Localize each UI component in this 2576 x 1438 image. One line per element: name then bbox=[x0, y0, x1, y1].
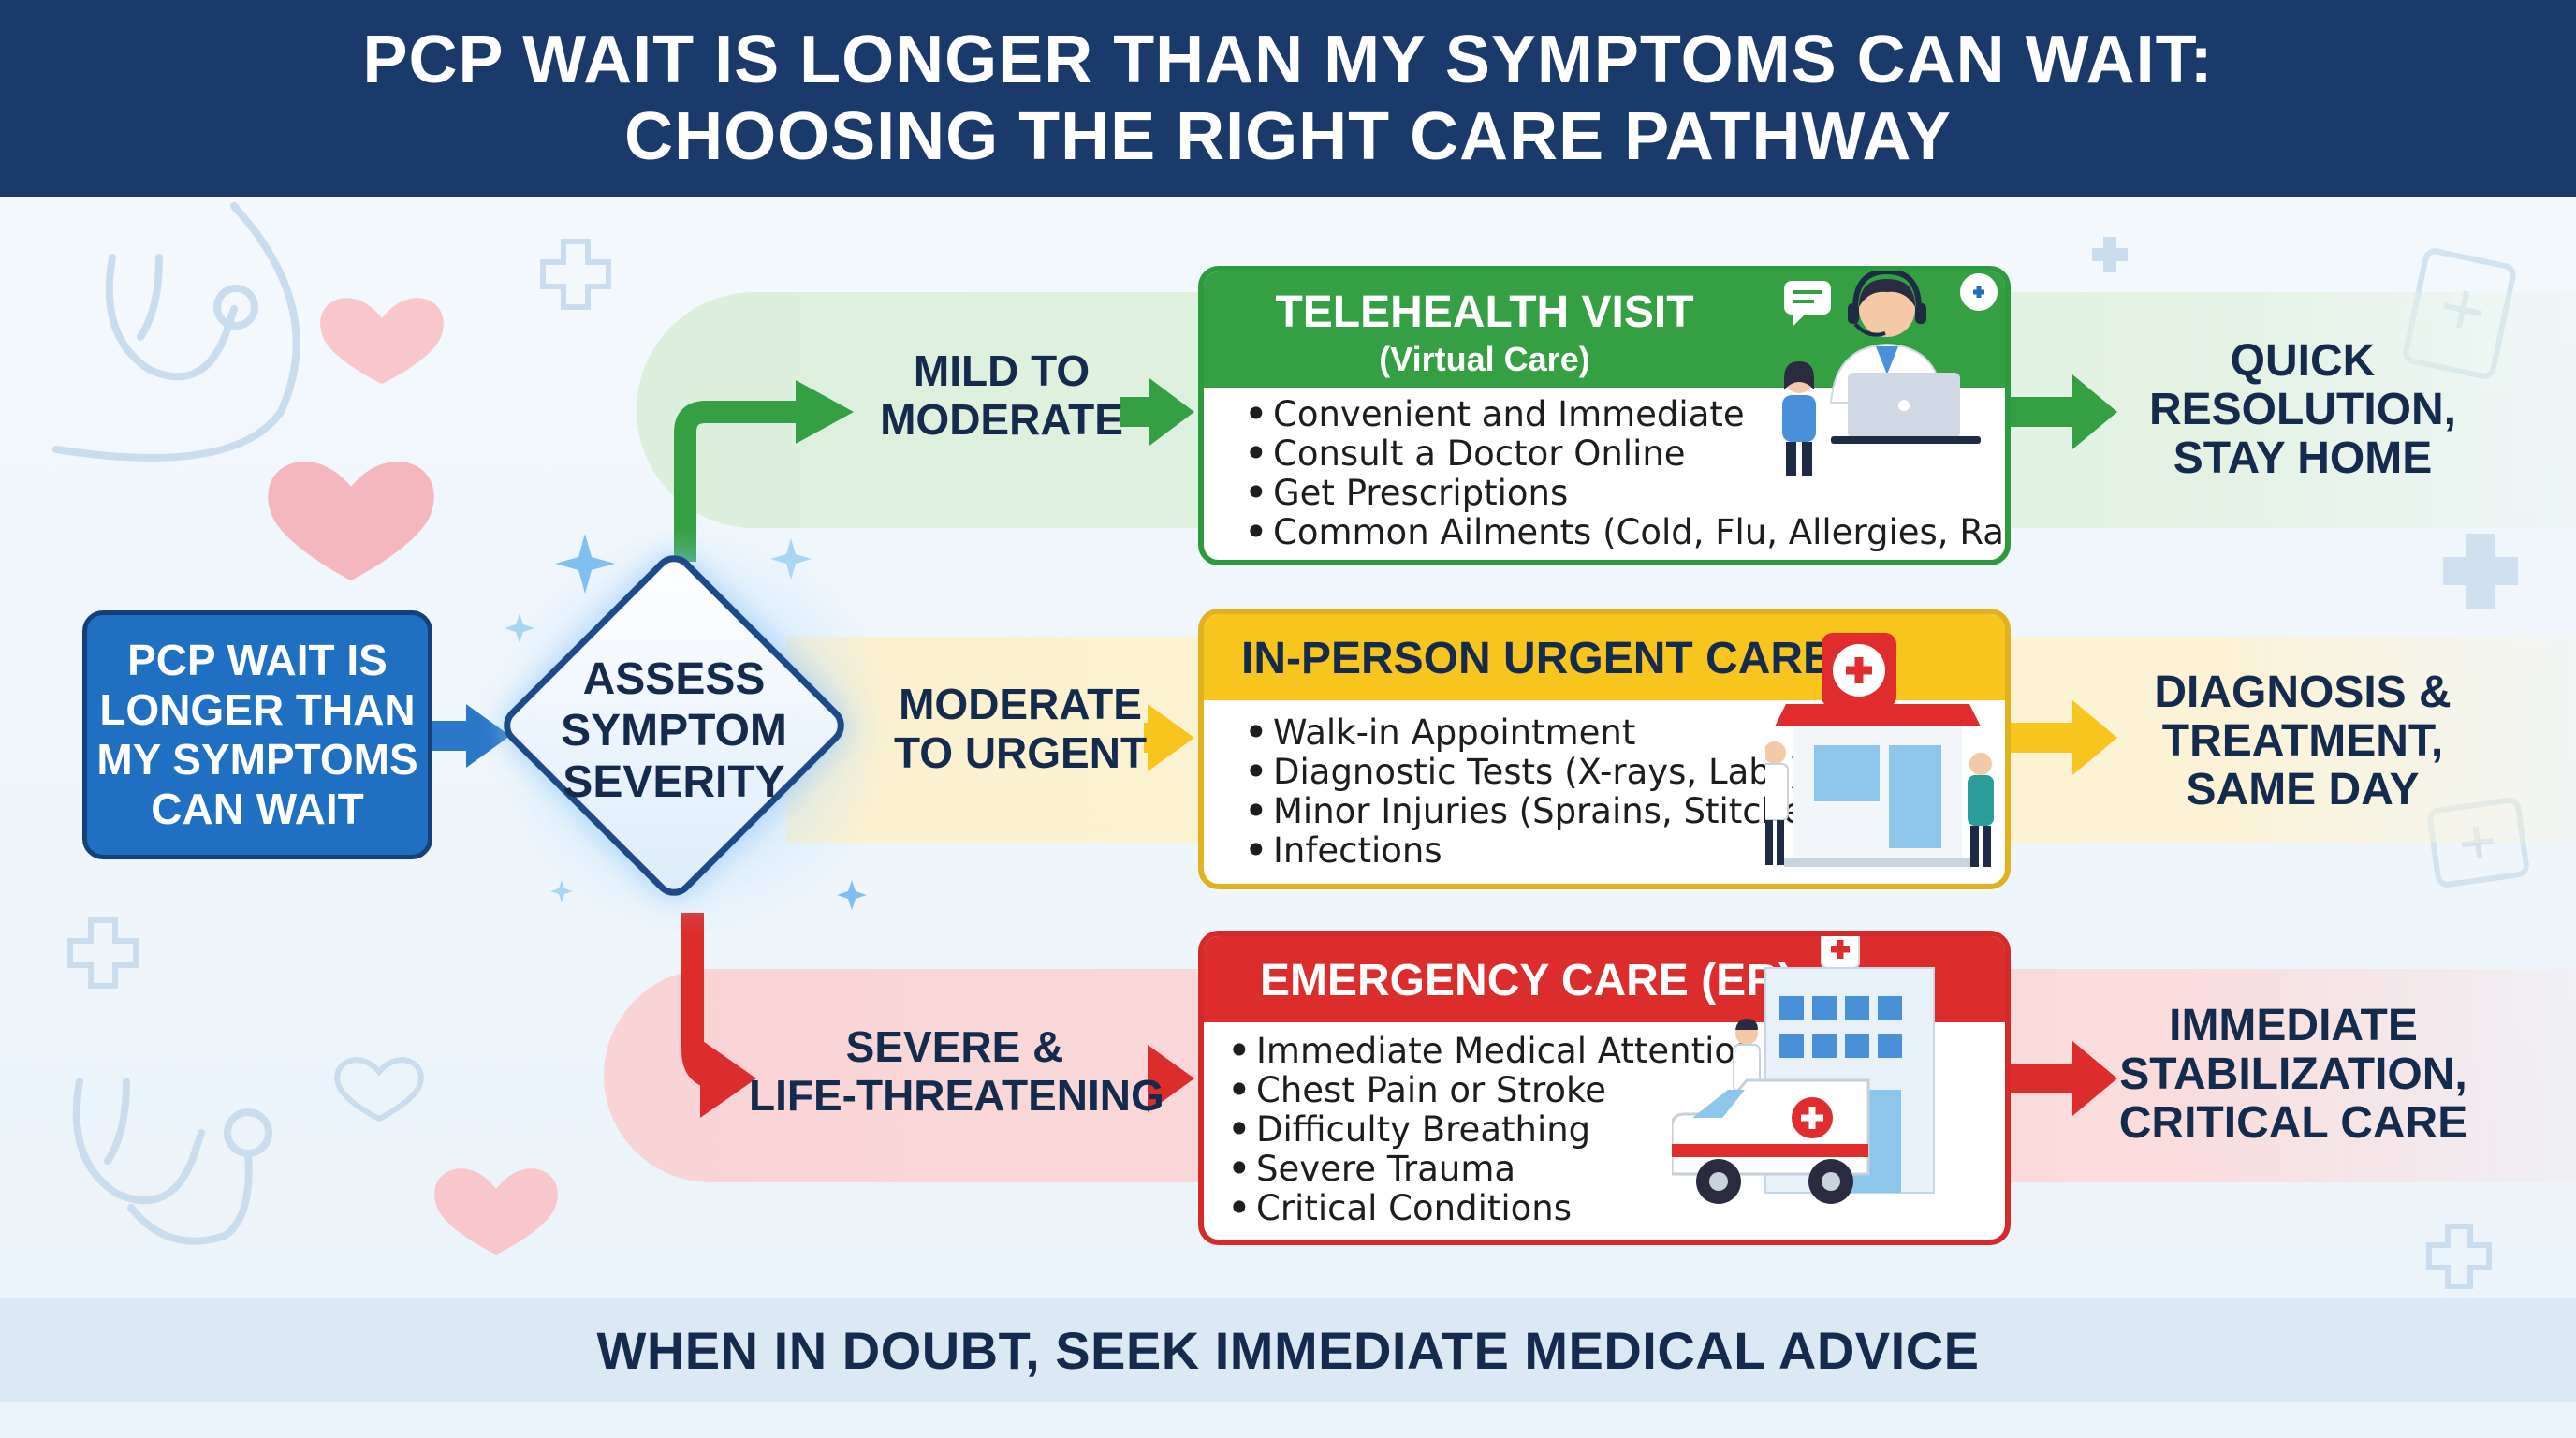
severity-label-severe: SEVERE & LIFE-THREATENING bbox=[749, 1022, 1164, 1120]
severity-label-mild-moderate: MILD TO MODERATE bbox=[861, 346, 1142, 444]
urgent-care-card: IN-PERSON URGENT CARE Walk-in Appointmen… bbox=[1198, 609, 2011, 889]
list-item: Diagnostic Tests (X-rays, Labs) bbox=[1245, 753, 1837, 792]
severity-line: MODERATE bbox=[899, 680, 1142, 728]
heart-icon bbox=[434, 1168, 558, 1255]
emergency-feature-list: Immediate Medical Attention Chest Pain o… bbox=[1228, 1032, 1758, 1228]
list-item: Get Prescriptions bbox=[1245, 474, 2005, 513]
arrow-to-quick-resolution bbox=[2011, 374, 2117, 449]
list-item: Convenient and Immediate bbox=[1245, 395, 2005, 434]
start-condition-label: PCP WAIT IS LONGER THAN MY SYMPTOMS CAN … bbox=[96, 636, 418, 833]
patient-figure-illustration bbox=[1782, 361, 1816, 476]
list-item: Chest Pain or Stroke bbox=[1228, 1071, 1758, 1110]
arrow-to-emergency bbox=[1148, 1045, 1194, 1112]
page-title-line-1: PCP WAIT IS LONGER THAN MY SYMPTOMS CAN … bbox=[362, 22, 2214, 97]
sparkle-icons bbox=[505, 534, 867, 910]
heart-icon bbox=[320, 298, 444, 384]
urgent-care-title: IN-PERSON URGENT CARE bbox=[1241, 634, 1834, 683]
arrow-to-urgent-care bbox=[1144, 704, 1194, 771]
arrow-to-telehealth bbox=[1120, 378, 1194, 446]
doctor-figure-icon bbox=[1765, 741, 1789, 865]
outcome-line: TREATMENT, bbox=[2161, 716, 2444, 766]
severity-label-moderate-urgent: MODERATE TO URGENT bbox=[894, 680, 1147, 777]
emergency-care-card: EMERGENCY CARE (ER) Immediate Medical At… bbox=[1198, 931, 2011, 1245]
list-item: Critical Conditions bbox=[1228, 1189, 1758, 1228]
plus-icon bbox=[67, 917, 139, 989]
arrow-to-critical-care bbox=[2011, 1041, 2117, 1116]
plus-icon bbox=[540, 239, 611, 310]
telehealth-doctor-illustration bbox=[1784, 271, 1998, 444]
severity-line: TO URGENT bbox=[894, 728, 1148, 777]
arrow-to-severe bbox=[681, 913, 756, 1118]
heart-icon bbox=[268, 462, 434, 580]
heart-icon bbox=[334, 1057, 424, 1123]
telehealth-title: TELEHEALTH VISIT bbox=[1275, 287, 1694, 337]
list-item: Minor Injuries (Sprains, Stitches) bbox=[1245, 792, 1837, 831]
plus-icon bbox=[2092, 237, 2128, 272]
page-title-line-2: CHOOSING THE RIGHT CARE PATHWAY bbox=[624, 99, 1952, 174]
hospital-ambulance-illustration bbox=[1672, 936, 1935, 1204]
list-item: Common Ailments (Cold, Flu, Allergies, R… bbox=[1245, 513, 2005, 552]
outcome-same-day-treatment: DIAGNOSIS & TREATMENT, SAME DAY bbox=[2125, 668, 2481, 814]
telehealth-card: TELEHEALTH VISIT (Virtual Care) Convenie… bbox=[1198, 266, 2011, 565]
plus-icon bbox=[2443, 534, 2518, 609]
urgent-care-feature-list: Walk-in Appointment Diagnostic Tests (X-… bbox=[1245, 713, 1837, 871]
severity-line: MILD TO bbox=[913, 346, 1090, 395]
outcome-line: STABILIZATION, bbox=[2119, 1049, 2467, 1099]
outcome-quick-resolution: QUICK RESOLUTION, STAY HOME bbox=[2125, 337, 2481, 483]
footer-advice: WHEN IN DOUBT, SEEK IMMEDIATE MEDICAL AD… bbox=[596, 1320, 1980, 1380]
outcome-line: RESOLUTION, bbox=[2148, 385, 2456, 434]
ambulance-icon bbox=[1672, 1078, 1870, 1204]
severity-line: LIFE-THREATENING bbox=[749, 1071, 1164, 1120]
stethoscope-icon bbox=[52, 202, 300, 462]
list-item: Difficulty Breathing bbox=[1228, 1110, 1758, 1150]
outcome-critical-care: IMMEDIATE STABILIZATION, CRITICAL CARE bbox=[2097, 1002, 2490, 1148]
arrow-to-mild-moderate bbox=[674, 380, 854, 562]
urgent-care-clinic-illustration bbox=[1765, 633, 1994, 867]
list-item: Severe Trauma bbox=[1228, 1150, 1758, 1189]
list-item: Consult a Doctor Online bbox=[1245, 434, 2005, 474]
list-item: Infections bbox=[1245, 831, 1837, 871]
list-item: Immediate Medical Attention bbox=[1228, 1032, 1758, 1071]
list-item: Walk-in Appointment bbox=[1245, 713, 1837, 753]
outcome-line: SAME DAY bbox=[2186, 765, 2420, 814]
outcome-line: STAY HOME bbox=[2173, 433, 2433, 483]
severity-line: MODERATE bbox=[880, 395, 1123, 444]
severity-line: SEVERE & bbox=[845, 1022, 1064, 1071]
telehealth-subtitle: (Virtual Care) bbox=[1379, 340, 1590, 378]
chat-bubble-icon bbox=[1784, 281, 1831, 326]
header-banner: PCP WAIT IS LONGER THAN MY SYMPTOMS CAN … bbox=[0, 0, 2576, 197]
outcome-line: CRITICAL CARE bbox=[2118, 1098, 2468, 1148]
stethoscope-icon bbox=[72, 1078, 272, 1245]
start-condition-box: PCP WAIT IS LONGER THAN MY SYMPTOMS CAN … bbox=[82, 610, 432, 859]
decision-label: ASSESS SYMPTOM SEVERITY bbox=[561, 653, 787, 807]
telehealth-feature-list: Convenient and Immediate Consult a Docto… bbox=[1245, 395, 2005, 552]
arrow-to-same-day bbox=[2011, 700, 2117, 775]
outcome-line: IMMEDIATE bbox=[2169, 1001, 2418, 1050]
patient-figure-icon bbox=[1968, 753, 1994, 867]
footer-banner: WHEN IN DOUBT, SEEK IMMEDIATE MEDICAL AD… bbox=[0, 1298, 2576, 1402]
emergency-title: EMERGENCY CARE (ER) bbox=[1260, 956, 1793, 1005]
outcome-line: DIAGNOSIS & bbox=[2154, 668, 2452, 717]
outcome-line: QUICK bbox=[2230, 336, 2376, 386]
plus-icon bbox=[2426, 1224, 2492, 1289]
